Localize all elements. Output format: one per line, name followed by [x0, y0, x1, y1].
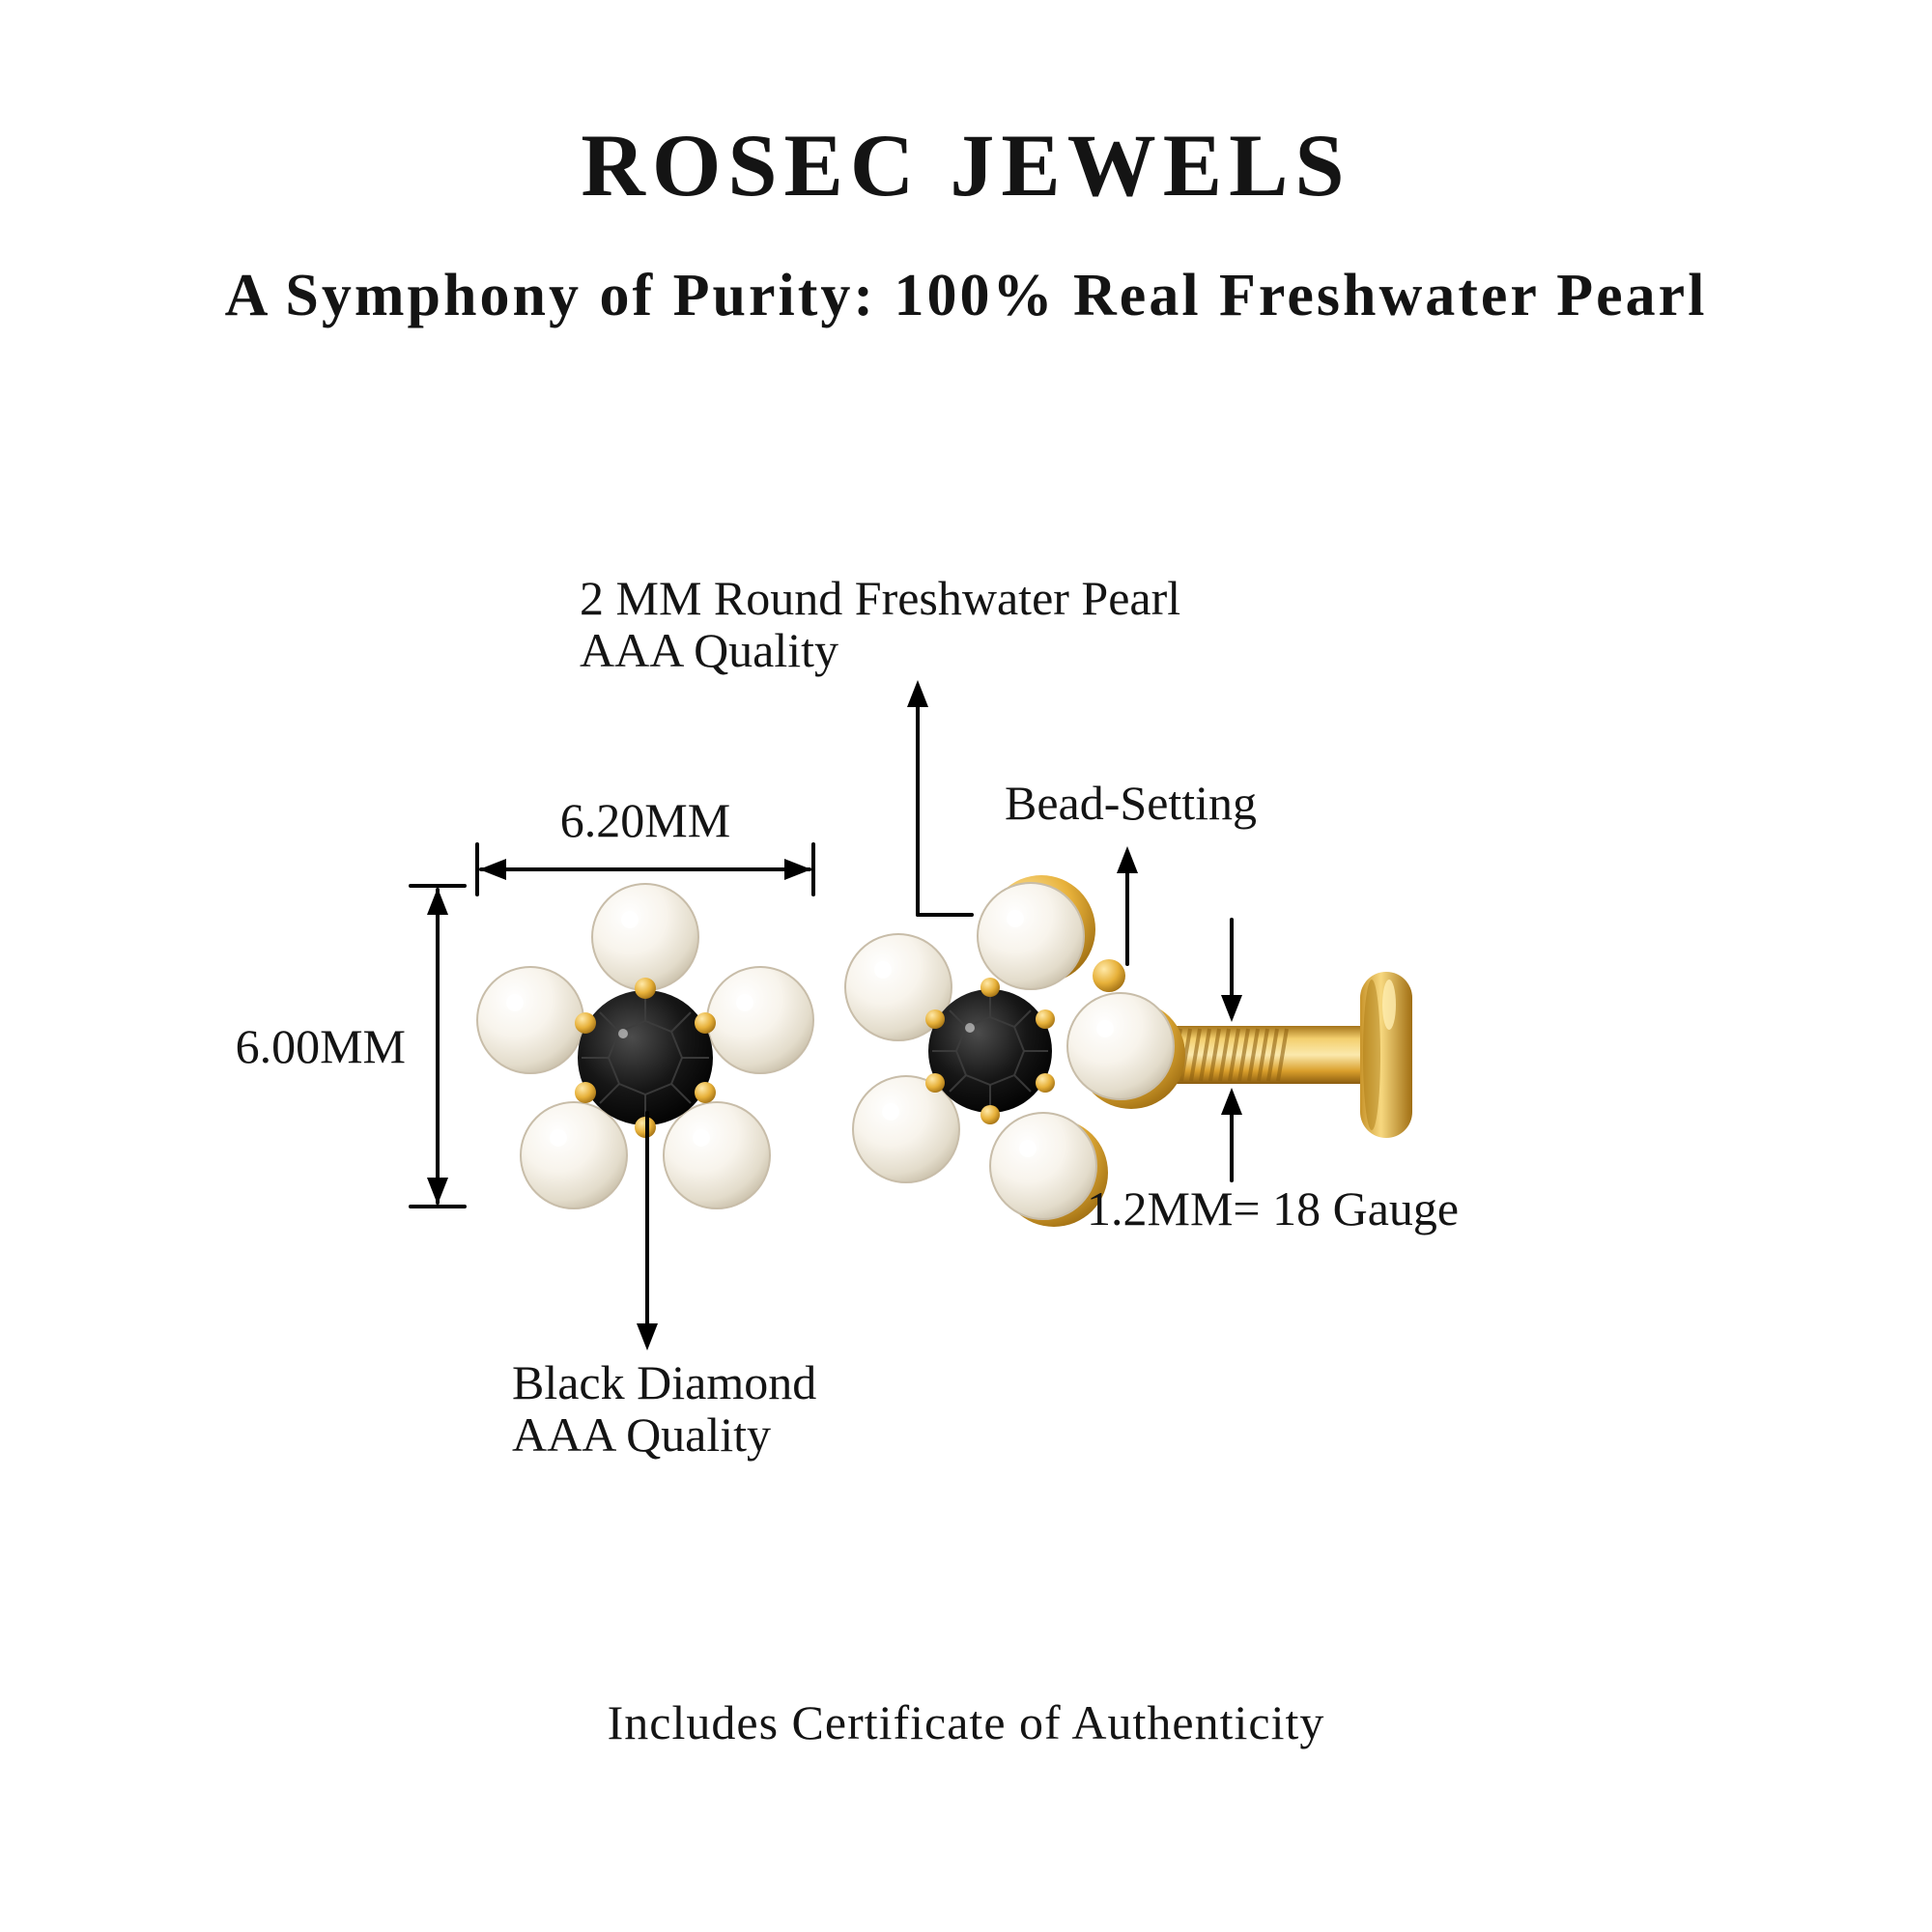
pearl-callout: 2 MM Round Freshwater Pearl AAA Quality: [580, 571, 1180, 917]
up-arrowhead: [427, 888, 448, 915]
prong: [635, 978, 656, 999]
diamond-label-line2: AAA Quality: [512, 1407, 771, 1462]
disc-shading: [1363, 980, 1380, 1130]
height-dimension: 6.00MM: [236, 884, 467, 1208]
certificate-note: Includes Certificate of Authenticity: [608, 1695, 1325, 1749]
front-view-black-diamond: [575, 978, 716, 1138]
prong: [695, 1012, 716, 1034]
bead-setting-label: Bead-Setting: [1005, 776, 1257, 830]
up-arrowhead: [1117, 846, 1138, 873]
side-view-earring: [844, 875, 1412, 1227]
side-view-black-diamond: [925, 978, 1055, 1124]
down-arrowhead: [427, 1178, 448, 1205]
pearl-highlight: [1019, 1140, 1037, 1157]
prong: [1036, 1073, 1055, 1093]
prong: [980, 978, 1000, 997]
bead-setting-callout: Bead-Setting: [1005, 776, 1257, 966]
pearl-highlight: [882, 1103, 899, 1121]
tagline: A Symphony of Purity: 100% Real Freshwat…: [225, 263, 1708, 328]
pearl-highlight: [506, 994, 524, 1011]
width-dimension: 6.20MM: [475, 793, 815, 896]
pearl: [1066, 992, 1175, 1100]
pearl: [520, 1101, 628, 1209]
side-view-pearls: [844, 882, 1175, 1220]
pearl: [476, 966, 584, 1074]
pearl-label-line1: 2 MM Round Freshwater Pearl: [580, 571, 1180, 625]
front-view-earring: [476, 883, 814, 1209]
pearl: [852, 1075, 960, 1183]
height-dimension-label: 6.00MM: [236, 1019, 406, 1073]
pearl: [706, 966, 814, 1074]
disc-highlight: [1382, 980, 1396, 1030]
down-arrowhead: [637, 1323, 658, 1350]
threaded-post: [1111, 972, 1412, 1138]
pearl: [591, 883, 699, 991]
gold-bead: [1093, 959, 1125, 992]
prong: [695, 1082, 716, 1103]
prong: [1036, 1009, 1055, 1029]
brand-title: ROSEC JEWELS: [581, 116, 1350, 214]
prong: [925, 1073, 945, 1093]
thread-ridges: [1170, 1028, 1289, 1082]
prong: [575, 1012, 596, 1034]
pearl-label-line2: AAA Quality: [580, 623, 838, 677]
front-view-pearls: [476, 883, 814, 1209]
pearl-highlight: [550, 1129, 567, 1147]
left-arrowhead: [479, 859, 506, 880]
down-arrowhead: [1221, 995, 1242, 1022]
prong: [925, 1009, 945, 1029]
pearl-highlight: [1096, 1020, 1114, 1037]
pearl-highlight: [693, 1129, 710, 1147]
prong: [575, 1082, 596, 1103]
black-diamond-callout: Black Diamond AAA Quality: [512, 1111, 816, 1462]
prong: [980, 1105, 1000, 1124]
width-dimension-label: 6.20MM: [560, 793, 730, 847]
pearl-highlight: [621, 911, 639, 928]
pearl: [844, 933, 952, 1041]
up-arrowhead: [907, 680, 928, 707]
diamond-label-line1: Black Diamond: [512, 1355, 816, 1409]
gauge-label: 1.2MM= 18 Gauge: [1087, 1181, 1459, 1236]
pearl-highlight: [874, 961, 892, 979]
pearl: [989, 1112, 1097, 1220]
pearl-highlight: [1007, 910, 1024, 927]
up-arrowhead: [1221, 1088, 1242, 1115]
pearl-highlight: [736, 994, 753, 1011]
flat-back-disc: [1360, 972, 1412, 1138]
pearl: [663, 1101, 771, 1209]
right-arrowhead: [784, 859, 811, 880]
pearl: [977, 882, 1085, 990]
gauge-dimension: 1.2MM= 18 Gauge: [1087, 918, 1459, 1236]
